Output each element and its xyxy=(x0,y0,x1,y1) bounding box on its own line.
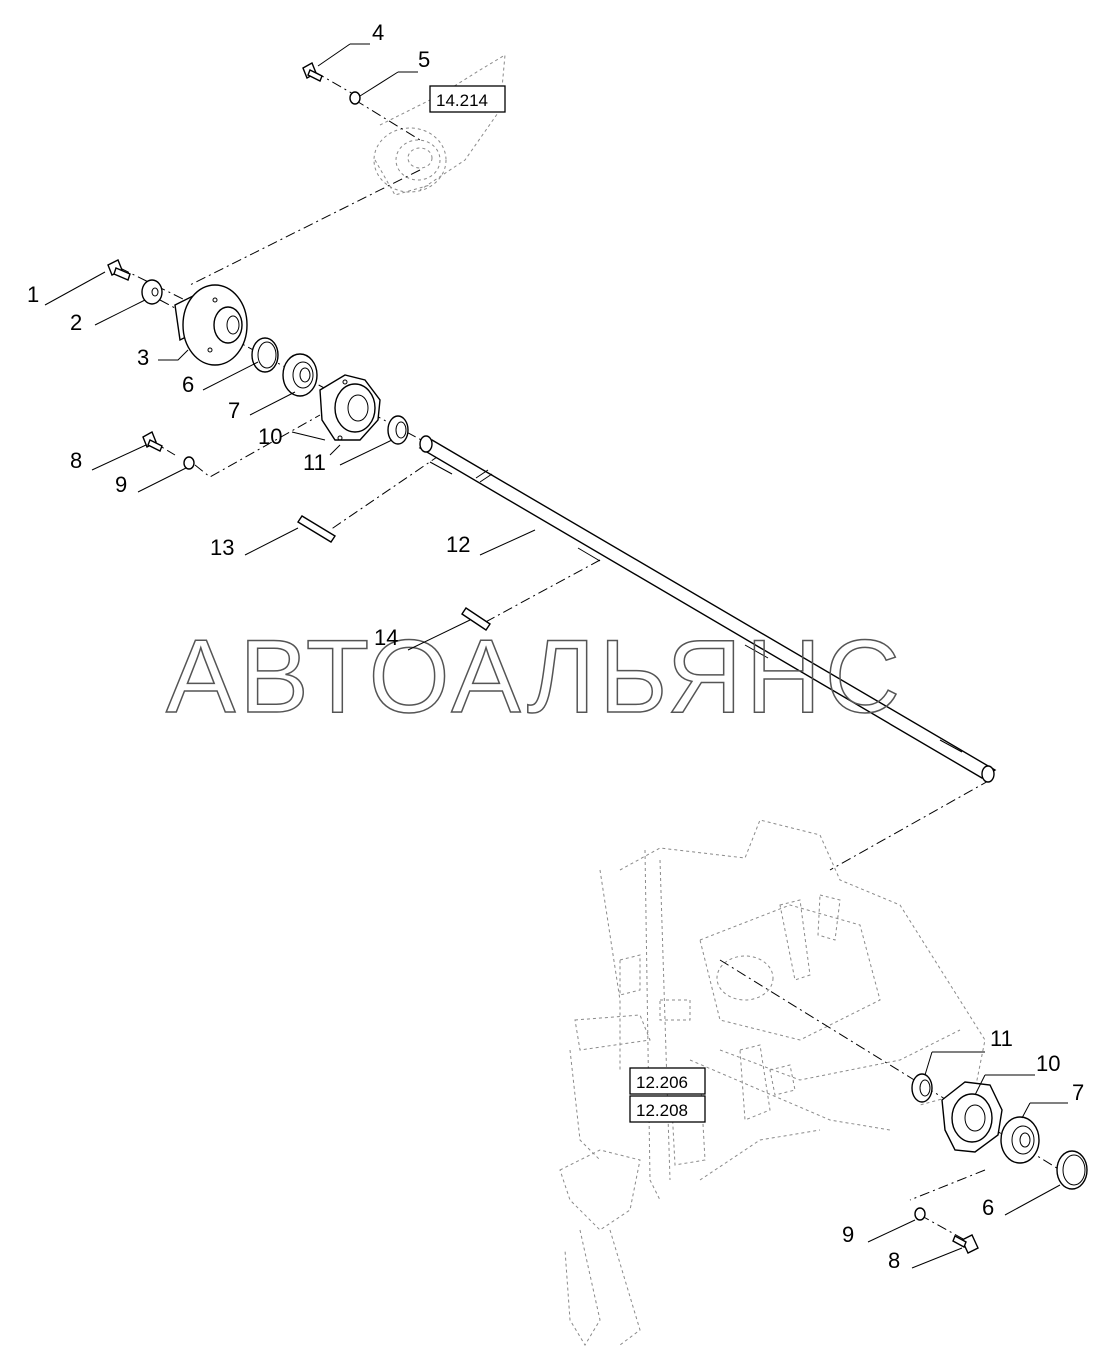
reference-label-frame-1: 12.206 xyxy=(636,1073,688,1092)
washer-part-9-left xyxy=(183,456,195,470)
callout-1[interactable]: 1 xyxy=(27,282,39,307)
reference-box-top[interactable]: 14.214 xyxy=(429,85,506,113)
washer-part-5 xyxy=(349,91,361,105)
callout-14[interactable]: 14 xyxy=(374,625,398,650)
shaft-part-12 xyxy=(418,435,997,783)
callout-6-right[interactable]: 6 xyxy=(982,1195,994,1220)
callout-4[interactable]: 4 xyxy=(372,20,384,45)
callout-11-left[interactable]: 11 xyxy=(303,450,326,475)
belt-pulley xyxy=(373,54,506,196)
bolt-part-4 xyxy=(302,62,323,82)
hub-part-3 xyxy=(174,284,248,366)
callout-10-right[interactable]: 10 xyxy=(1036,1051,1060,1076)
key-part-13 xyxy=(297,515,336,543)
callout-11-right[interactable]: 11 xyxy=(990,1026,1013,1051)
callout-10-left[interactable]: 10 xyxy=(258,424,282,449)
callout-12[interactable]: 12 xyxy=(446,532,470,557)
callout-5[interactable]: 5 xyxy=(418,47,430,72)
machine-frame xyxy=(559,819,986,1346)
callout-2[interactable]: 2 xyxy=(70,310,82,335)
callout-6-left[interactable]: 6 xyxy=(182,372,194,397)
callout-7-left[interactable]: 7 xyxy=(228,398,240,423)
snap-ring-part-6-right xyxy=(1056,1150,1088,1190)
leader-lines xyxy=(44,43,1068,1269)
watermark-text: АВТОАЛЬЯНС xyxy=(166,619,904,735)
reference-label-frame-2: 12.208 xyxy=(636,1101,688,1120)
flange-housing-part-10-right xyxy=(941,1081,1003,1153)
callout-9-left[interactable]: 9 xyxy=(115,472,127,497)
snap-ring-part-6-left xyxy=(251,337,279,373)
callout-9-right[interactable]: 9 xyxy=(842,1222,854,1247)
flange-housing-part-10-left xyxy=(319,374,381,441)
callout-7-right[interactable]: 7 xyxy=(1072,1080,1084,1105)
washer-part-2 xyxy=(141,279,163,305)
key-part-14 xyxy=(461,607,491,631)
callout-3[interactable]: 3 xyxy=(137,345,149,370)
bearing-part-7-left xyxy=(282,353,318,397)
bearing-part-7-right xyxy=(1000,1116,1040,1164)
callout-8-right[interactable]: 8 xyxy=(888,1248,900,1273)
reference-box-frame-2[interactable]: 12.208 xyxy=(629,1095,706,1123)
reference-box-frame-1[interactable]: 12.206 xyxy=(629,1067,706,1095)
bolt-part-8-left xyxy=(142,431,163,452)
bolt-part-8-right xyxy=(952,1234,979,1254)
callout-13[interactable]: 13 xyxy=(210,535,234,560)
collar-part-11-left xyxy=(387,415,409,445)
collar-part-11-right xyxy=(911,1073,933,1103)
bolt-part-1 xyxy=(107,259,131,281)
callout-8-left[interactable]: 8 xyxy=(70,448,82,473)
reference-label-top: 14.214 xyxy=(436,91,488,110)
callout-numbers: 4 5 1 2 3 6 7 10 11 8 9 13 12 14 11 10 7… xyxy=(27,20,1084,1273)
washer-part-9-right xyxy=(914,1207,926,1221)
